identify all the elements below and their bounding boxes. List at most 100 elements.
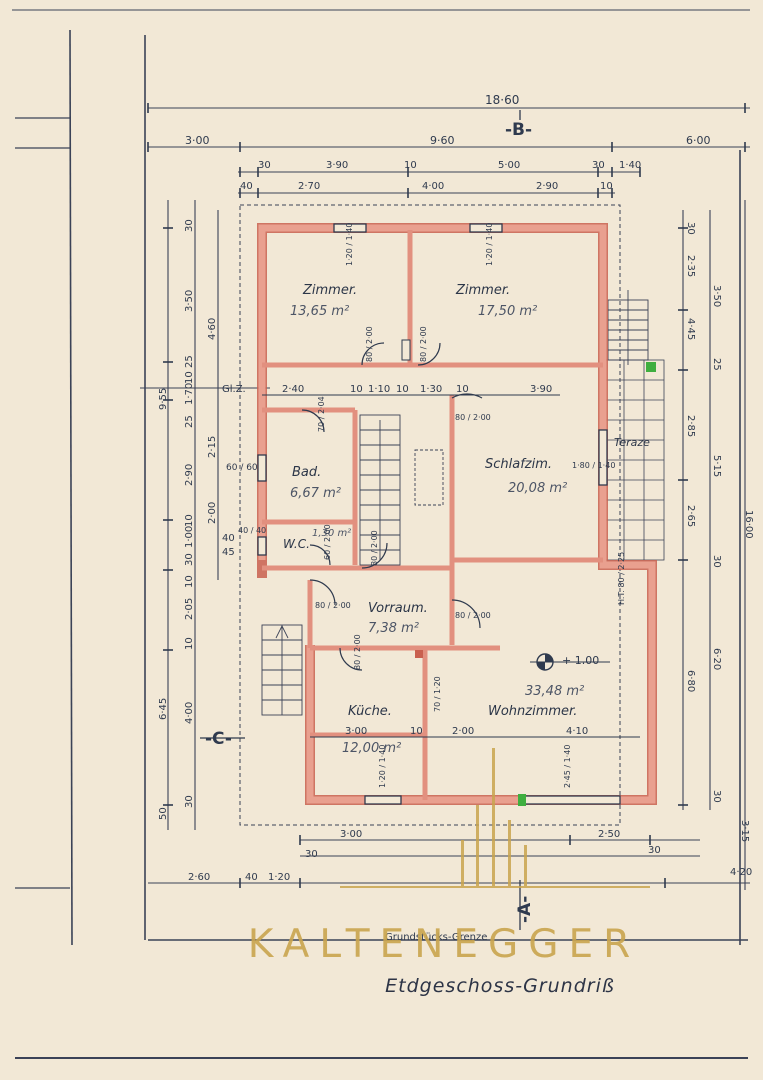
green-marker-2 xyxy=(518,794,526,806)
opening-label-14: H.T. 80 / 2·25 xyxy=(617,552,626,605)
brand-logo-mark xyxy=(340,748,650,888)
dim-top-r3-4: 10 xyxy=(600,181,613,192)
dim-top-r2-0: 30 xyxy=(258,160,271,171)
drawing-title: Etdgeschoss-Grundriß xyxy=(385,975,615,997)
opening-label-12: 80 / 2·00 xyxy=(353,634,362,670)
dim-left-c5: 50 xyxy=(158,807,169,820)
room-label-schlafzimmer: Schlafzim. xyxy=(485,457,552,472)
dim-left-b4: 45 xyxy=(222,547,235,558)
opening-label-9: 80 / 2·00 xyxy=(370,530,379,566)
dim-bot-r3-3: 4·20 xyxy=(730,867,752,878)
room-area-schlafzimmer: 20,08 m² xyxy=(508,481,567,496)
brand-watermark: KALTENEGGER xyxy=(247,922,641,967)
dim-bot-r3-1: 40 xyxy=(245,872,258,883)
section-marker-c: -C- xyxy=(205,729,232,749)
dim-low-3: 4·10 xyxy=(566,726,588,737)
staircase xyxy=(359,414,444,566)
dim-left-b2: 2·00 xyxy=(207,502,218,524)
dim-left-b1: 2·15 xyxy=(207,436,218,458)
dim-left-b3: 40 xyxy=(222,533,235,544)
dim-left-a5: 25 xyxy=(184,415,195,428)
dim-left-c3: 6·45 xyxy=(158,698,169,720)
opening-label-13: 1·80 / 1·40 xyxy=(572,461,615,470)
dim-right-a1: 2·35 xyxy=(685,255,696,277)
dim-right-b5: 30 xyxy=(711,790,722,803)
roof-overhang-outline xyxy=(239,204,621,826)
dim-int-0: 2·40 xyxy=(282,384,304,395)
dim-left-a0: 30 xyxy=(184,219,195,232)
opening-label-7: 40 / 40 xyxy=(238,526,266,535)
opening-label-17: 2·45 / 1·40 xyxy=(563,745,572,788)
section-marker-b: -B- xyxy=(505,120,532,140)
dim-bot-r2-1: 30 xyxy=(648,845,661,856)
dim-right-b0: 3·50 xyxy=(711,285,722,307)
room-area-zimmer-1: 13,65 m² xyxy=(290,304,349,319)
dim-right-a0: 30 xyxy=(685,222,696,235)
dim-low-2: 2·00 xyxy=(452,726,474,737)
door-swings xyxy=(301,342,483,671)
section-marker-a: -A- xyxy=(515,896,535,923)
dim-bot-r3-0: 2·60 xyxy=(188,872,210,883)
dim-right-a2: 4·45 xyxy=(685,318,696,340)
dimension-lines xyxy=(140,107,750,890)
dim-top-r1-1: 9·60 xyxy=(430,134,455,147)
opening-label-16: 1·20 / 1·40 xyxy=(378,745,387,788)
dim-int-5: 10 xyxy=(456,384,469,395)
dim-bot-r3-2: 1·20 xyxy=(268,872,290,883)
dim-int-1: 10 xyxy=(350,384,363,395)
dim-low-0: 3·00 xyxy=(345,726,367,737)
parcel-boundary-label: Grundstücks-Grenze xyxy=(385,932,487,943)
dim-left-a8: 30 xyxy=(184,553,195,566)
glz-note: Gl.Z. xyxy=(222,384,246,395)
dim-left-b0: 4·60 xyxy=(207,318,218,340)
dim-right-b2: 5·15 xyxy=(711,455,722,477)
dim-right-a5: 6·80 xyxy=(685,670,696,692)
room-label-wohnzimmer: Wohnzimmer. xyxy=(488,704,577,719)
opening-label-11: 80 / 2·00 xyxy=(455,611,491,620)
room-label-zimmer-2: Zimmer. xyxy=(455,283,510,298)
dim-top-r2-2: 10 xyxy=(404,160,417,171)
dim-left-c0: 2·05 xyxy=(184,598,195,620)
dim-top-r2-3: 5·00 xyxy=(498,160,520,171)
green-marker xyxy=(646,362,656,372)
dim-top-r3-1: 2·70 xyxy=(298,181,320,192)
dim-int-4: 1·30 xyxy=(420,384,442,395)
terrace-stairs xyxy=(607,290,649,365)
dim-left-a3: 10 xyxy=(184,371,195,384)
room-area-kueche: 12,00 m² xyxy=(342,741,401,756)
dim-top-r2-1: 3·90 xyxy=(326,160,348,171)
dim-right-b6: 3·15 xyxy=(739,820,750,842)
dim-right-a3: 2·85 xyxy=(685,415,696,437)
dim-top-r2-5: 1·40 xyxy=(619,160,641,171)
room-label-wc: W.C. xyxy=(283,537,310,551)
room-label-kueche: Küche. xyxy=(348,704,392,719)
dim-right-outer: 16·00 xyxy=(743,510,754,539)
room-area-wc: 1,30 m² xyxy=(312,528,351,539)
room-area-bad: 6,67 m² xyxy=(290,486,341,501)
dim-right-a4: 2·65 xyxy=(685,505,696,527)
room-label-vorraum: Vorraum. xyxy=(368,601,428,616)
room-label-zimmer-1: Zimmer. xyxy=(302,283,357,298)
dim-left-a7: 10 xyxy=(184,514,195,527)
chimney xyxy=(401,339,411,361)
dim-bot-r2-0: 30 xyxy=(305,849,318,860)
terrace-label: Teraze xyxy=(614,436,650,449)
dim-bot-r1-0: 3·00 xyxy=(340,829,362,840)
room-area-wohnzimmer: 33,48 m² xyxy=(525,684,584,699)
entrance-stairs xyxy=(261,624,303,716)
dim-left-a10: 10 xyxy=(184,575,195,588)
dim-left-a4: 1·70 xyxy=(184,383,195,405)
dim-left-a6: 2·90 xyxy=(184,464,195,486)
opening-label-0: 1·20 / 1·40 xyxy=(345,223,354,266)
opening-label-3: 80 / 2·00 xyxy=(419,326,428,362)
room-area-zimmer-2: 17,50 m² xyxy=(478,304,537,319)
level-marker xyxy=(530,653,610,671)
level-value: + 1.00 xyxy=(562,654,599,667)
room-area-vorraum: 7,38 m² xyxy=(368,621,419,636)
flue xyxy=(415,650,423,658)
dim-top-r3-0: 40 xyxy=(240,181,253,192)
dim-low-1: 10 xyxy=(410,726,423,737)
dim-int-3: 10 xyxy=(396,384,409,395)
